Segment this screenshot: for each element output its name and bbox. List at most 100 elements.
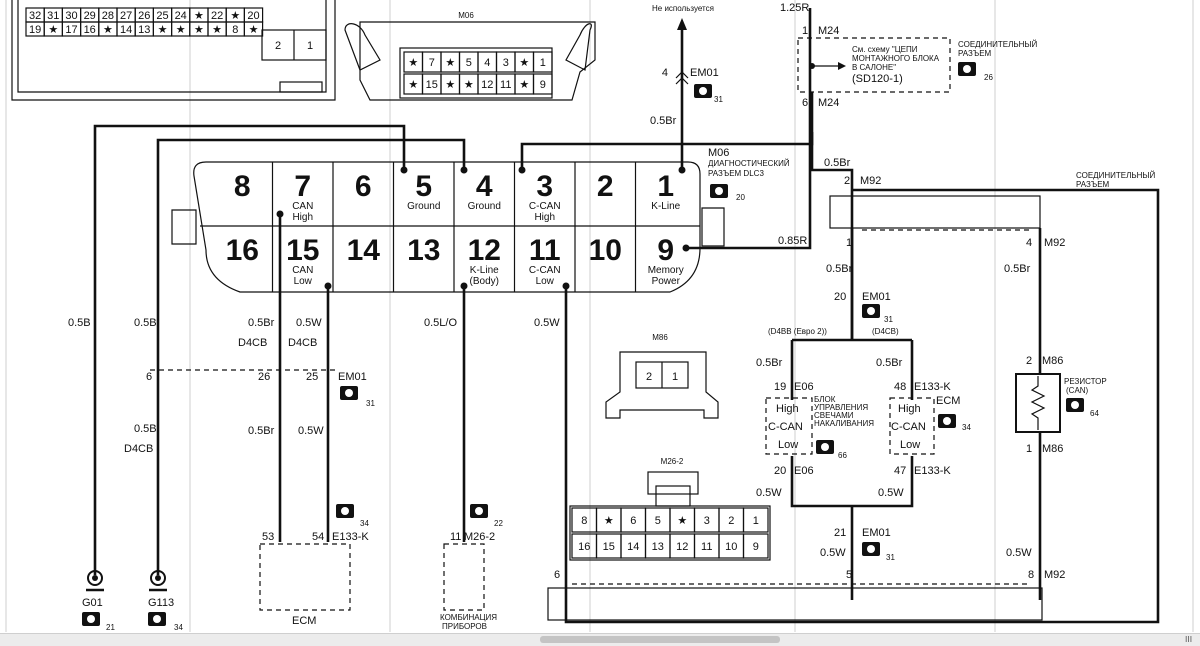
ground-g113: G113 34	[148, 570, 183, 632]
top-left-pin-label: 22	[211, 10, 223, 22]
top-left-pin-label: 13	[138, 24, 150, 36]
ecm-pin54: 54	[312, 531, 324, 543]
dlc-pin-label: Ground	[468, 201, 501, 212]
top-left-pin-label: ★	[194, 10, 204, 22]
dlc-pin-label: Low	[536, 276, 555, 287]
horizontal-scrollbar[interactable]: III	[0, 633, 1200, 646]
top-left-pin-label: 8	[232, 24, 238, 36]
e133-top: E133-K	[914, 381, 951, 393]
ref-31-low: 31	[886, 553, 895, 562]
dlc-pin-number: 14	[347, 234, 381, 267]
wire-05w-left: 0.5W	[296, 317, 322, 329]
dlc-pin-label: CAN	[292, 265, 313, 276]
e06-bottom: E06	[794, 465, 814, 477]
dlc-pin-number: 7	[294, 170, 311, 203]
grid-lines	[5, 0, 1194, 632]
m92-right: M92	[1044, 237, 1065, 249]
wire-05w-d: 0.5W	[1006, 547, 1032, 559]
top-left-pin-label: 28	[102, 10, 114, 22]
top-left-pin-label: ★	[212, 24, 222, 36]
m262-view-pin-label: 5	[655, 515, 661, 527]
m262-view-pin-label: 8	[581, 515, 587, 527]
scrollbar-thumb[interactable]: III	[540, 635, 1192, 644]
small-pin-1: 1	[307, 40, 313, 52]
camera-icon-64	[1066, 398, 1084, 412]
top-left-pin-label: 29	[84, 10, 96, 22]
top-left-pin-label: 26	[138, 10, 150, 22]
ref-66: 66	[838, 451, 847, 460]
sd-ref-1: См. схему "ЦЕПИ	[852, 45, 918, 54]
dlc-pin-label: Low	[294, 276, 313, 287]
m86-view-pin1: 1	[672, 371, 678, 383]
m06-view-pin-label: ★	[408, 57, 418, 69]
top-left-pin-label: 32	[29, 10, 41, 22]
dlc-pin-number: 11	[529, 234, 561, 267]
e06-pin20: 20	[774, 465, 786, 477]
wire-05b-c: 0.5B	[134, 423, 157, 435]
m06-view-pin-label: 15	[426, 79, 438, 91]
ref-34-ecm: 34	[360, 519, 369, 528]
m86-bottom: M86	[1042, 443, 1063, 455]
camera-icon-20	[710, 184, 728, 198]
camera-icon-22	[470, 504, 488, 518]
dlc-pin-number: 1	[657, 170, 674, 203]
top-left-pin-label: 25	[156, 10, 168, 22]
m262-view-pin-label: ★	[677, 515, 687, 527]
dlc-pin-label: C-CAN	[529, 265, 561, 276]
m06-view-pin-label: ★	[445, 79, 455, 91]
camera-icon-31-low	[862, 542, 880, 556]
ecm-low: Low	[900, 439, 920, 451]
glow-1: БЛОК	[814, 395, 836, 404]
ref-31-top: 31	[714, 95, 723, 104]
ecm-bottom-label: ECM	[292, 615, 316, 627]
m262-view-title: M26-2	[661, 457, 684, 466]
instrument-cluster: 11 M26-2 КОМБИНАЦИЯ ПРИБОРОВ 22	[440, 504, 503, 631]
joint-label-2: РАЗЪЕМ	[958, 49, 992, 58]
top-left-pin-label: 27	[120, 10, 132, 22]
joint-pin8: 8	[1028, 569, 1034, 581]
m86-view-pin2: 2	[646, 371, 652, 383]
resistor-label-2: (CAN)	[1066, 386, 1089, 395]
m86-pin1: 1	[1026, 443, 1032, 455]
wire-05w-c: 0.5W	[820, 547, 846, 559]
top-left-pin-label: ★	[103, 24, 113, 36]
not-used-label: Не используется	[652, 4, 714, 13]
m92-pin1: 1	[846, 237, 852, 249]
m06-view-pin-label: 1	[540, 57, 546, 69]
dlc-title-m06: M06	[708, 147, 729, 159]
sd-ref-4: (SD120-1)	[852, 73, 903, 85]
wire-05br-d: 0.5Br	[876, 357, 903, 369]
d4bb-label: (D4BB (Евро 2))	[768, 327, 827, 336]
dlc-pin-label: (Body)	[470, 276, 499, 287]
dlc-pin-number: 13	[407, 234, 440, 267]
m86-connector-view: M86 2 1	[605, 333, 719, 419]
dlc-pin-number: 5	[415, 170, 432, 203]
wire-05w-b: 0.5W	[878, 487, 904, 499]
dlc-pin-number: 12	[468, 234, 501, 267]
joint-label-1: СОЕДИНИТЕЛЬНЫЙ	[958, 40, 1037, 49]
wire-05b-a: 0.5B	[68, 317, 91, 329]
glow-control-module: 19 E06 High C-CAN Low БЛОК УПРАВЛЕНИЯ СВ…	[765, 381, 874, 477]
g113-label: G113	[148, 597, 174, 609]
glow-low: Low	[778, 439, 798, 451]
dlc-pin-number: 9	[657, 234, 674, 267]
camera-icon-31-mid	[862, 304, 880, 318]
dlc-pin-number: 2	[597, 170, 614, 203]
camera-icon-26	[958, 62, 976, 76]
ref-34-g113: 34	[174, 623, 183, 632]
m06-view-pin-label: ★	[519, 79, 529, 91]
camera-icon-34-g113	[148, 612, 166, 626]
em01-pin6: 6	[146, 371, 152, 383]
m06-view-pin-label: ★	[464, 79, 474, 91]
sd-ref-2: МОНТАЖНОГО БЛОКА	[852, 54, 940, 63]
ref-22: 22	[494, 519, 503, 528]
g01-label: G01	[82, 597, 103, 609]
resistor-label-1: РЕЗИСТОР	[1064, 377, 1107, 386]
top-left-pin-label: 30	[65, 10, 77, 22]
e06-pin19: 19	[774, 381, 786, 393]
m262-view-pin-cell	[742, 507, 769, 533]
m24-pin6: 6	[802, 97, 808, 109]
